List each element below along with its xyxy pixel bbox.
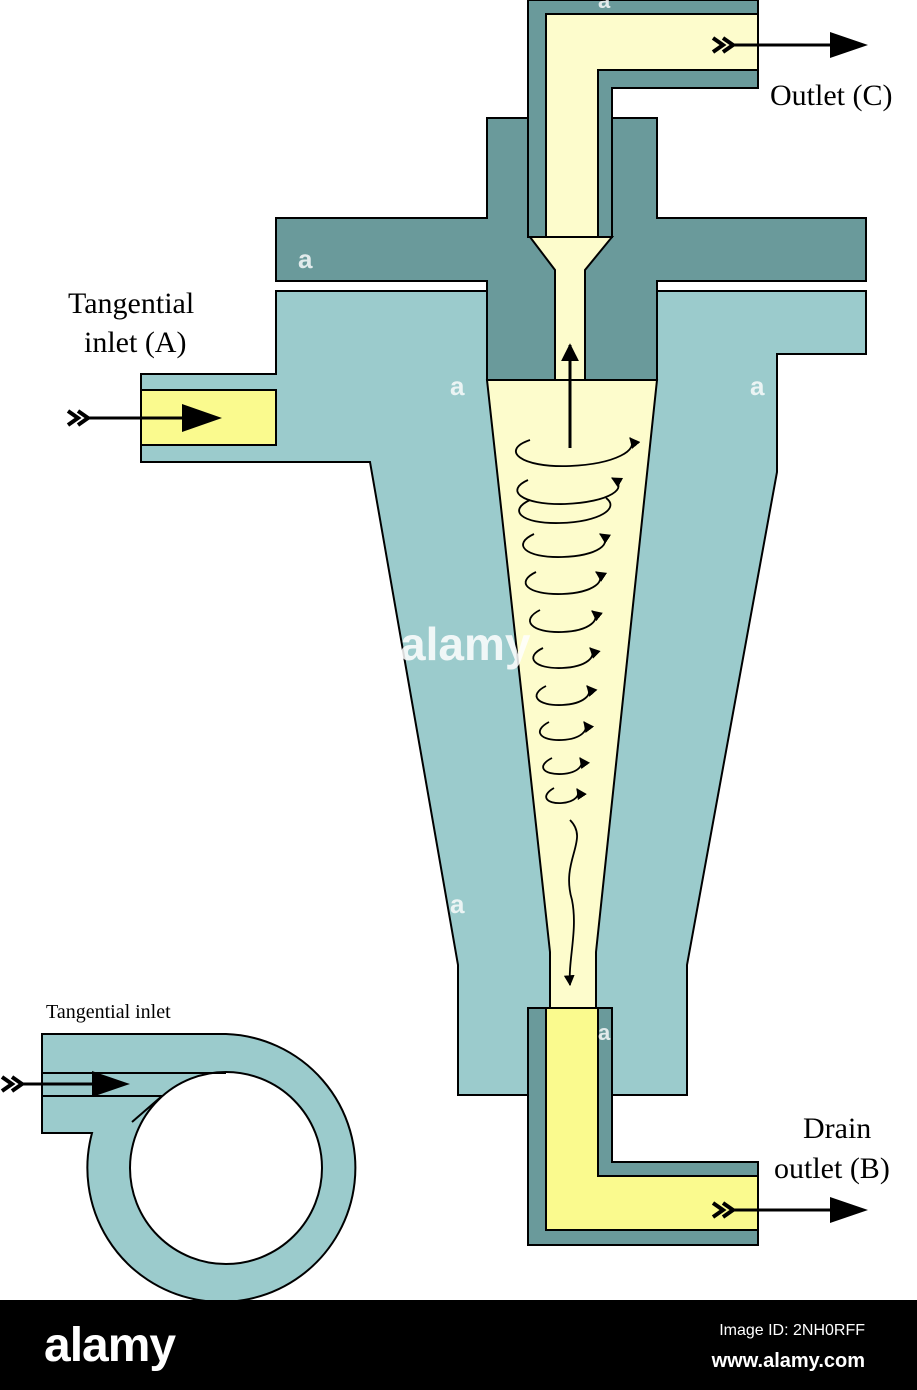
drain-b-label-line1: Drain — [803, 1112, 871, 1145]
inlet-a-label-line1: Tangential — [68, 287, 194, 320]
outlet-c-pipe-inner — [545, 13, 759, 238]
drain-b-arrow — [711, 1197, 868, 1223]
outlet-c-label: Outlet (C) — [770, 79, 892, 112]
image-id: Image ID: 2NH0RFF — [719, 1322, 865, 1339]
watermark-center: alamy — [400, 618, 531, 670]
inset-label: Tangential inlet — [46, 1001, 171, 1023]
stock-footer: alamy Image ID: 2NH0RFF www.alamy.com — [0, 1300, 917, 1390]
inlet-a-arrow — [66, 404, 222, 432]
watermark-a-1: a — [298, 244, 313, 274]
hydrocyclone-diagram: Outlet (C) Tangential inlet (A) Drain ou… — [0, 0, 892, 1300]
drain-b-pipe-inner — [545, 1007, 759, 1231]
alamy-logo: alamy — [44, 1319, 176, 1372]
watermark-a-7: a — [598, 0, 611, 13]
watermark-a-2: a — [450, 371, 465, 401]
inset-inlet-arrow — [0, 1071, 130, 1097]
inlet-a-label-line2: inlet (A) — [84, 326, 186, 359]
footer-meta: Image ID: 2NH0RFF www.alamy.com — [712, 1322, 865, 1373]
site-url: www.alamy.com — [711, 1350, 865, 1372]
drain-b-label-line2: outlet (B) — [774, 1152, 890, 1185]
watermark-a-5: a — [750, 889, 765, 919]
inset-tangential-inlet — [41, 1033, 357, 1300]
outlet-c-arrow — [711, 32, 868, 58]
spiral-flow-arrows — [515, 437, 641, 987]
watermark-a-3: a — [750, 371, 765, 401]
watermark-a-4: a — [450, 889, 465, 919]
watermark-a-6: a — [598, 1020, 611, 1045]
